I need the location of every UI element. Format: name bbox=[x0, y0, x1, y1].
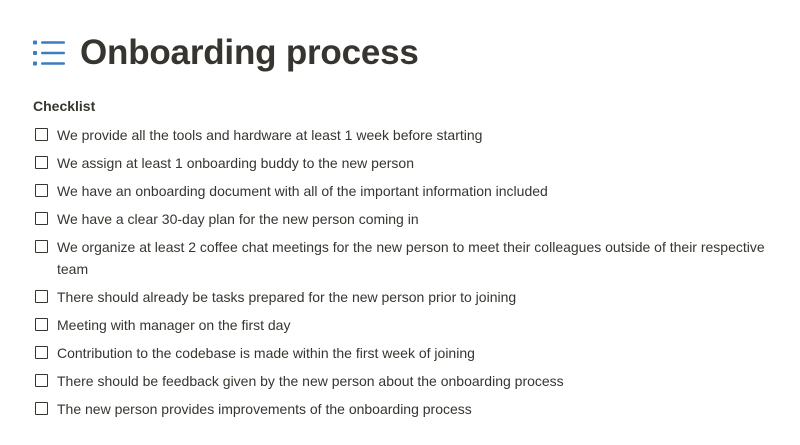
todo-item: We organize at least 2 coffee chat meeti… bbox=[35, 233, 795, 283]
todo-text[interactable]: We have a clear 30-day plan for the new … bbox=[57, 211, 419, 227]
todo-item: Contribution to the codebase is made wit… bbox=[35, 339, 795, 367]
todo-item: Meeting with manager on the first day bbox=[35, 311, 795, 339]
todo-checkbox[interactable] bbox=[35, 346, 48, 359]
page-header: Onboarding process bbox=[33, 30, 419, 76]
todo-checkbox[interactable] bbox=[35, 318, 48, 331]
todo-item: We assign at least 1 onboarding buddy to… bbox=[35, 149, 795, 177]
todo-checkbox[interactable] bbox=[35, 240, 48, 253]
todo-text[interactable]: We assign at least 1 onboarding buddy to… bbox=[57, 155, 414, 171]
checklist-heading: Checklist bbox=[33, 98, 96, 114]
todo-checkbox[interactable] bbox=[35, 184, 48, 197]
todo-text[interactable]: We provide all the tools and hardware at… bbox=[57, 127, 483, 143]
checklist: We provide all the tools and hardware at… bbox=[35, 121, 795, 423]
todo-checkbox[interactable] bbox=[35, 402, 48, 415]
todo-text[interactable]: There should be feedback given by the ne… bbox=[57, 373, 564, 389]
todo-text[interactable]: There should already be tasks prepared f… bbox=[57, 289, 517, 305]
todo-item: There should already be tasks prepared f… bbox=[35, 283, 795, 311]
todo-checkbox[interactable] bbox=[35, 290, 48, 303]
todo-item: We have an onboarding document with all … bbox=[35, 177, 795, 205]
page-title[interactable]: Onboarding process bbox=[80, 33, 419, 72]
bulleted-list-icon[interactable] bbox=[33, 39, 65, 67]
todo-text[interactable]: We have an onboarding document with all … bbox=[57, 183, 548, 199]
todo-item: We have a clear 30-day plan for the new … bbox=[35, 205, 795, 233]
todo-text[interactable]: We organize at least 2 coffee chat meeti… bbox=[57, 239, 765, 277]
todo-item: We provide all the tools and hardware at… bbox=[35, 121, 795, 149]
todo-text[interactable]: The new person provides improvements of … bbox=[57, 401, 472, 417]
todo-item: There should be feedback given by the ne… bbox=[35, 367, 795, 395]
todo-text[interactable]: Meeting with manager on the first day bbox=[57, 317, 291, 333]
todo-item: The new person provides improvements of … bbox=[35, 395, 795, 423]
todo-checkbox[interactable] bbox=[35, 156, 48, 169]
todo-checkbox[interactable] bbox=[35, 212, 48, 225]
todo-checkbox[interactable] bbox=[35, 128, 48, 141]
todo-checkbox[interactable] bbox=[35, 374, 48, 387]
todo-text[interactable]: Contribution to the codebase is made wit… bbox=[57, 345, 475, 361]
